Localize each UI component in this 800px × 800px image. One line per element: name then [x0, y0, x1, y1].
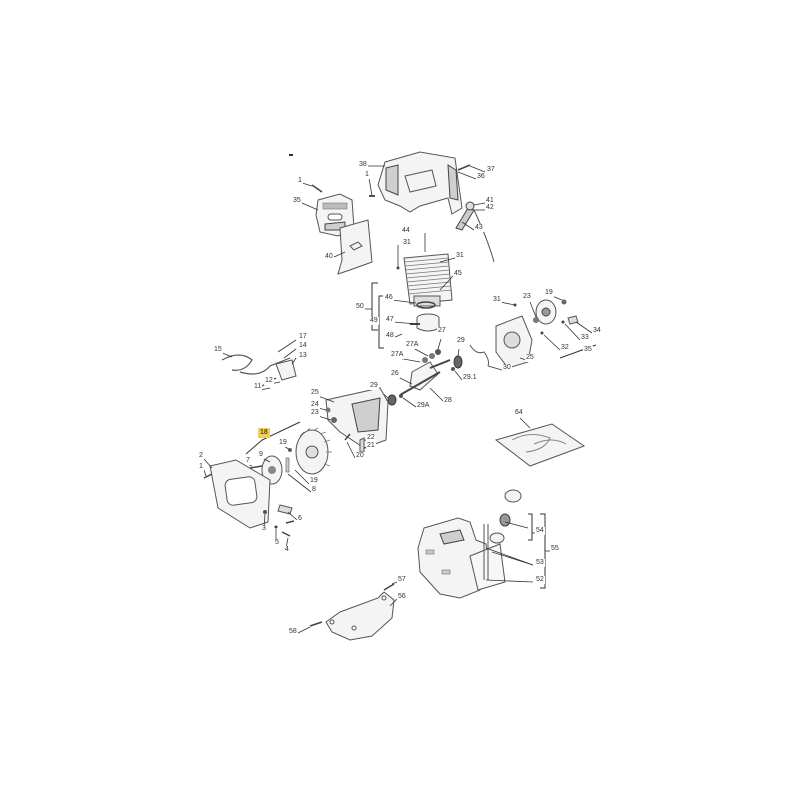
- part-label-14: 14: [298, 342, 308, 350]
- part-label-49: 49: [369, 317, 379, 325]
- part-label-19a: 19: [544, 289, 554, 297]
- part-label-29b: 29: [369, 382, 379, 390]
- mark-icon: [289, 154, 293, 156]
- part-label-54: 54: [535, 527, 545, 535]
- seal-icon: [453, 355, 463, 369]
- part-label-25a: 25: [525, 354, 535, 362]
- part-label-31b: 31: [455, 252, 465, 260]
- part-label-29A: 29A: [416, 402, 431, 410]
- part-label-58: 58: [288, 628, 298, 636]
- crankshaft-icon: [399, 359, 451, 396]
- part-label-57: 57: [397, 576, 407, 584]
- part-label-23a: 23: [522, 293, 532, 301]
- part-label-6: 6: [297, 515, 303, 523]
- part-label-21: 21: [366, 442, 376, 450]
- part-label-30: 30: [502, 364, 512, 372]
- part-label-35: 35: [292, 197, 302, 205]
- ignition-lead-icon: [469, 344, 489, 367]
- part-label-7: 7: [245, 457, 251, 465]
- part-label-52: 52: [535, 576, 545, 584]
- spark-plug-icon: [455, 201, 495, 263]
- part-label-12: 12: [264, 377, 274, 385]
- part-label-23b: 23: [310, 409, 320, 417]
- cylinder-icon: [403, 253, 453, 307]
- bearing-icon: [435, 349, 441, 355]
- part-label-1c: 1: [198, 463, 204, 471]
- part-label-27Ab: 27A: [405, 341, 420, 349]
- clutch-icon: [535, 299, 557, 325]
- part-label-19c: 19: [309, 477, 319, 485]
- part-label-33: 33: [580, 334, 590, 342]
- part-label-29-1: 29.1: [462, 374, 478, 382]
- part-label-48: 48: [385, 332, 395, 340]
- part-label-26: 26: [390, 370, 400, 378]
- part-label-42: 42: [485, 204, 495, 212]
- heat-shield-icon: [337, 219, 373, 275]
- part-label-31a: 31: [402, 239, 412, 247]
- fuel-cap-icon: [489, 489, 522, 544]
- part-label-56: 56: [397, 593, 407, 601]
- part-label-8: 8: [311, 486, 317, 494]
- part-label-19b: 19: [278, 439, 288, 447]
- cylinder-cover-icon: [377, 151, 463, 215]
- flywheel-icon: [295, 427, 332, 475]
- part-label-9: 9: [258, 451, 264, 459]
- part-label-1b: 1: [364, 171, 370, 179]
- crankcase-right-icon: [495, 315, 533, 369]
- part-label-47: 47: [385, 316, 395, 324]
- part-label-3: 3: [261, 525, 267, 533]
- part-label-46: 46: [384, 294, 394, 302]
- part-label-55: 55: [550, 545, 560, 553]
- part-label-50: 50: [355, 303, 365, 311]
- part-label-1a: 1: [297, 177, 303, 185]
- part-label-31c: 31: [492, 296, 502, 304]
- part-label-18[interactable]: 18: [258, 428, 270, 438]
- part-label-27: 27: [437, 327, 447, 335]
- part-label-4: 4: [284, 546, 290, 554]
- part-label-13: 13: [298, 352, 308, 360]
- fuel-line-icon: [221, 354, 291, 375]
- part-label-20: 20: [355, 452, 365, 460]
- part-label-53: 53: [535, 559, 545, 567]
- part-label-64: 64: [514, 409, 524, 417]
- part-label-27Aa: 27A: [390, 351, 405, 359]
- part-label-15: 15: [213, 346, 223, 354]
- part-label-2: 2: [198, 452, 204, 460]
- crankcase-left-icon: [325, 387, 389, 449]
- part-label-38: 38: [358, 161, 368, 169]
- part-label-37: 37: [486, 166, 496, 174]
- part-label-25b: 25: [310, 389, 320, 397]
- part-label-22: 22: [366, 434, 376, 442]
- manual-icon: [494, 423, 586, 467]
- part-label-5: 5: [274, 539, 280, 547]
- piston-ring-icon: [416, 301, 436, 309]
- part-label-44: 44: [401, 227, 411, 235]
- part-label-29a: 29: [456, 337, 466, 345]
- part-label-32: 32: [560, 344, 570, 352]
- part-label-35b: 35: [583, 346, 593, 354]
- part-label-24: 24: [310, 401, 320, 409]
- part-label-34: 34: [592, 327, 602, 335]
- piston-icon: [410, 313, 440, 332]
- flywheel-bracket: [245, 421, 301, 455]
- part-label-40: 40: [324, 253, 334, 261]
- clutch-disc-icon: [261, 455, 283, 485]
- part-label-43: 43: [474, 224, 484, 232]
- fan-housing-icon: [209, 459, 271, 529]
- part-label-17: 17: [298, 333, 308, 341]
- part-label-28: 28: [443, 397, 453, 405]
- mount-clip-icon: [277, 504, 293, 515]
- fuel-tank-icon: [417, 517, 506, 599]
- part-label-11: 11: [253, 383, 263, 391]
- part-label-41: 41: [485, 197, 495, 205]
- skid-plate-icon: [325, 591, 395, 641]
- muffler-icon: [315, 193, 355, 237]
- part-label-36: 36: [476, 173, 486, 181]
- part-label-45: 45: [453, 270, 463, 278]
